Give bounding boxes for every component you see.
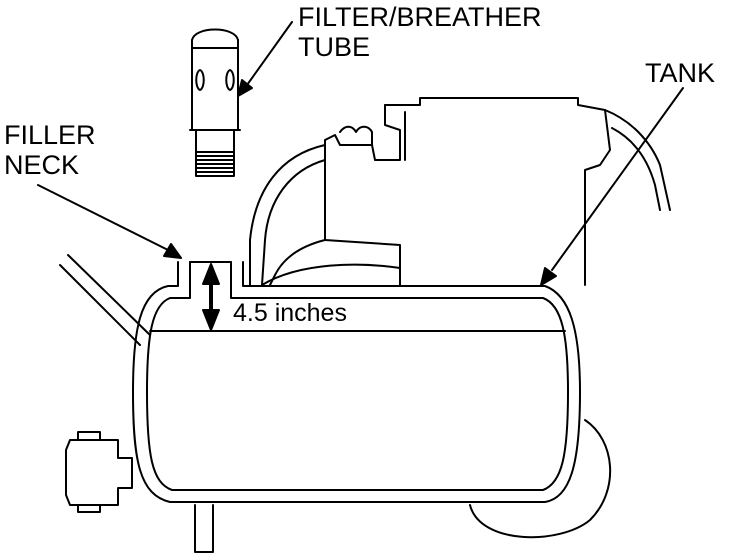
filler-arrowhead: [163, 243, 182, 259]
engine-block: [324, 97, 671, 286]
filler-leader: [37, 184, 169, 251]
hoses: [249, 144, 401, 286]
filter-label-line1: FILTER/BREATHER: [298, 2, 542, 32]
depth-label: 4.5 inches: [233, 299, 347, 327]
filter-breather-label: FILTER/BREATHER TUBE: [298, 2, 542, 62]
tank-inner-shell: [146, 261, 569, 491]
filter-breather-tube: [189, 28, 241, 177]
filter-leader: [246, 21, 293, 86]
filler-neck-label: FILLER NECK: [4, 120, 96, 180]
filter-arrowhead: [237, 79, 253, 97]
depth-arrow: [202, 263, 220, 331]
filter-label-line2: TUBE: [298, 32, 371, 62]
tank-arrowhead: [540, 267, 557, 286]
filler-label-line2: NECK: [4, 150, 80, 180]
tank-leg: [194, 504, 214, 553]
wheel: [469, 419, 611, 539]
tank-outer-shell: [132, 261, 581, 503]
tank-label: TANK: [645, 58, 716, 88]
filler-label-line1: FILLER: [4, 120, 96, 150]
leader-lines: [37, 21, 684, 286]
tank-leader: [551, 87, 684, 271]
frame-rail: [59, 254, 151, 346]
drain-valve: [65, 431, 133, 513]
